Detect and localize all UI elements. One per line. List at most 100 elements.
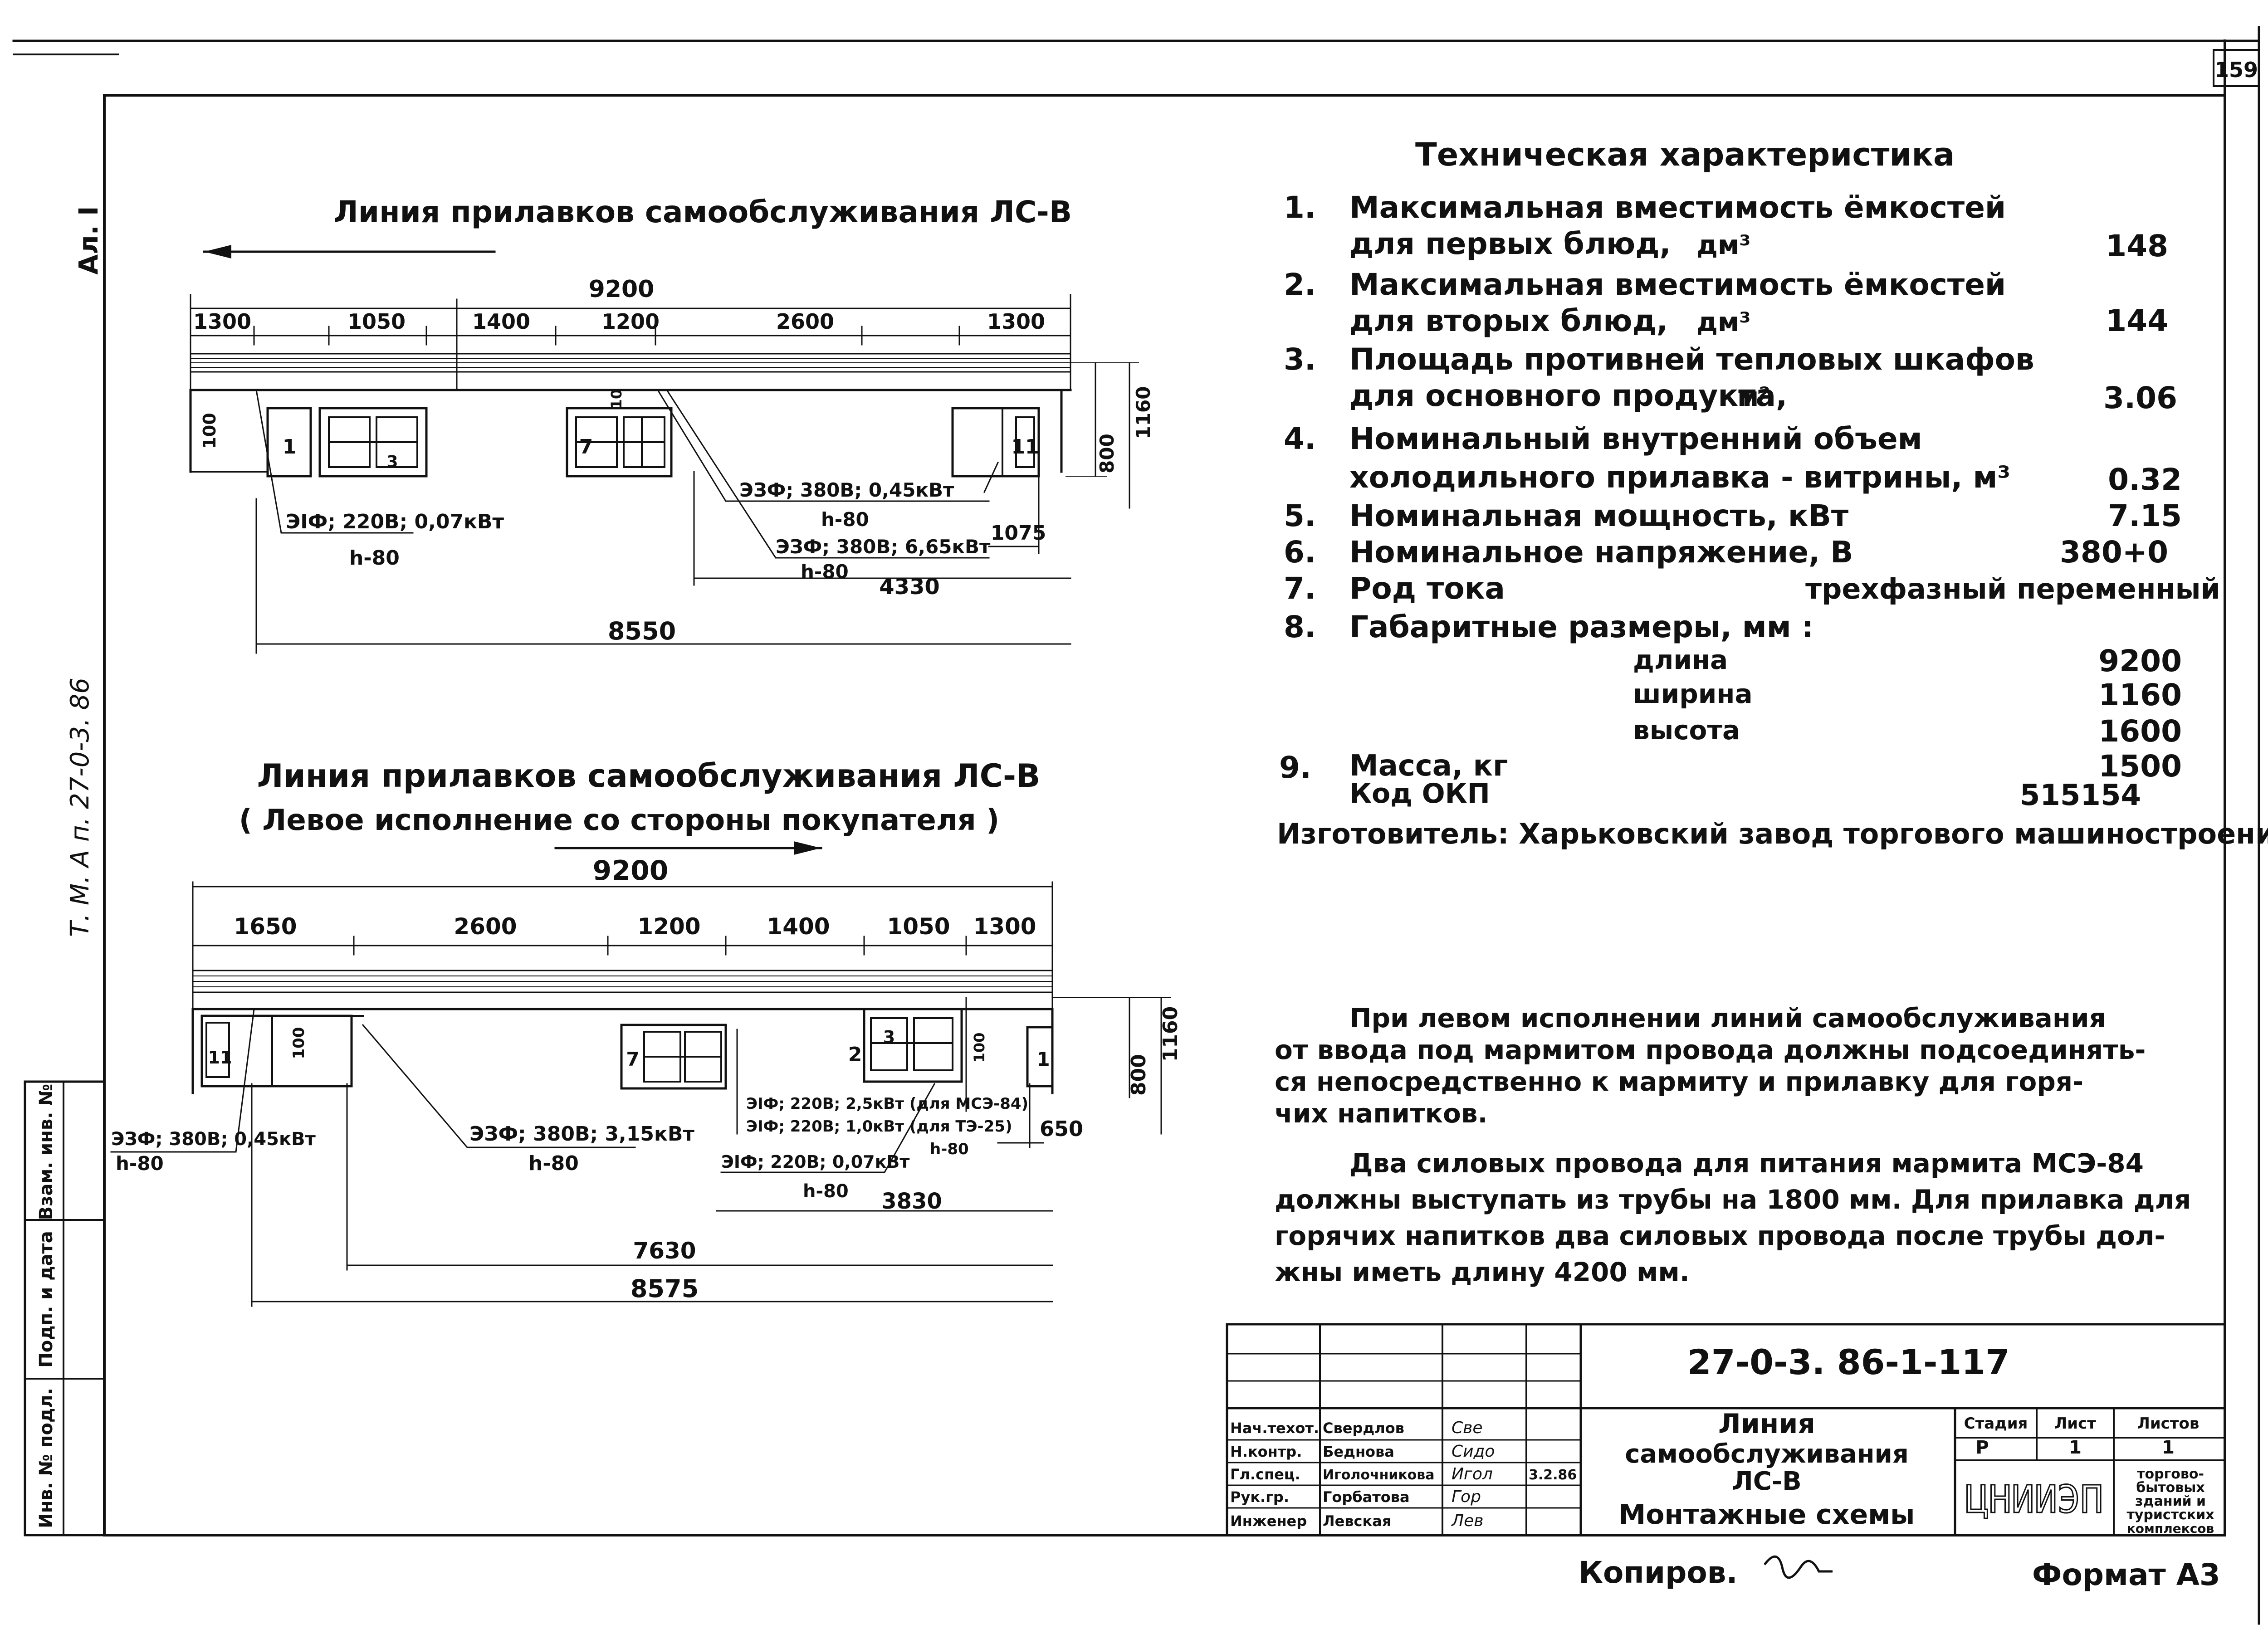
note-p1-line1: При левом исполнении линий самообслужива… [1349, 1003, 2106, 1034]
spec-7-num: 7. [1284, 571, 1316, 606]
spec-5-value: 7.15 [2108, 498, 2182, 533]
plan-top-note-380b: ЭЗФ; 380В; 6,65кВт [776, 536, 991, 558]
note-p1-line2: от ввода под мармитом провода должны под… [1275, 1034, 2146, 1065]
org-logo: ЦНИИЭП [1965, 1477, 2103, 1522]
plan-top-dim-8550: 8550 [608, 617, 676, 645]
module-11: 11 [1011, 435, 1039, 458]
side-tag: Ал. I [73, 206, 104, 274]
plan-bottom-seg-3: 1200 [637, 913, 700, 940]
org-text-4: туристских [2126, 1507, 2214, 1523]
spec-dim-2-label: ширина [1633, 678, 1753, 709]
spec-6-l1: Номинальное напряжение, В [1349, 535, 1853, 570]
spec-title: Техническая характеристика [1415, 136, 1955, 173]
plan-bottom-depth-a: 100 [290, 1027, 308, 1059]
plan-top-drawing [189, 245, 1139, 654]
module-3: 3 [386, 453, 398, 471]
spec-5-num: 5. [1284, 498, 1316, 533]
spec-1-l2: для первых блюд, [1349, 226, 1671, 261]
spec-dim-2-value: 1160 [2098, 678, 2182, 712]
tb-sign-5: Лев [1451, 1512, 1483, 1530]
spec-3-unit: м² [1737, 381, 1770, 412]
tb-role-5: Инженер [1230, 1512, 1307, 1530]
side-stamp: Т. М. А п. 27-0-3. 86 [65, 678, 95, 937]
plan-bottom-title-1: Линия прилавков самообслуживания ЛС-В [257, 757, 1041, 795]
plan-top-dim-4330: 4330 [879, 574, 940, 600]
plan-bottom-note-mid-h: h-80 [528, 1152, 579, 1175]
module-b-1: 1 [1036, 1048, 1050, 1070]
tb-stage-label: Стадия [1964, 1415, 2028, 1433]
module-1: 1 [283, 435, 297, 458]
plan-bottom-dim-7630: 7630 [633, 1238, 696, 1264]
spec-5-l1: Номинальная мощность, кВт [1349, 498, 1848, 533]
tb-name-4: Горбатова [1323, 1488, 1410, 1506]
plan-bottom-note-r1: ЭIФ; 220В; 2,5кВт (для МСЭ-84) [746, 1095, 1028, 1113]
spec-3-value: 3.06 [2103, 380, 2177, 415]
plan-top-note-220: ЭIФ; 220В; 0,07кВт [286, 510, 504, 533]
plan-top-seg-3: 1400 [472, 309, 530, 334]
plan-top-dim-1075: 1075 [991, 522, 1046, 545]
tb-role-2: Н.контр. [1230, 1443, 1302, 1460]
doc-title-2: самообслуживания [1625, 1439, 1909, 1469]
plan-bottom-dim-3830: 3830 [881, 1189, 942, 1214]
spec-2-l1: Максимальная вместимость ёмкостей [1349, 267, 2006, 302]
spec-dim-1-label: длина [1633, 644, 1728, 675]
plan-bottom-note-r3-h: h-80 [803, 1181, 849, 1202]
tb-sheets-label: Листов [2137, 1415, 2200, 1433]
plan-bottom-title-2: ( Левое исполнение со стороны покупателя… [239, 804, 1000, 837]
plan-bottom-height-1160: 1160 [1159, 1006, 1182, 1062]
module-7: 7 [579, 435, 593, 458]
spec-dim-3-value: 1600 [2098, 714, 2182, 749]
org-text-3: зданий и [2135, 1493, 2206, 1509]
spec-4-num: 4. [1284, 421, 1316, 456]
module-b-11: 11 [208, 1048, 232, 1068]
spec-6-value: 380+0 [2060, 535, 2168, 570]
side-box-label-3: Взам. инв. № [36, 1084, 57, 1220]
plan-top-seg-2: 1050 [347, 309, 406, 334]
plan-top-seg-5: 2600 [776, 309, 834, 334]
tb-sign-3: Игол [1452, 1465, 1493, 1483]
spec-1-num: 1. [1284, 190, 1316, 225]
spec-4-value: 0.32 [2108, 462, 2182, 497]
plan-top-depth: 100 [200, 413, 220, 449]
note-p2-line2: должны выступать из трубы на 1800 мм. Дл… [1275, 1184, 2191, 1215]
tb-date: 3.2.86 [1529, 1467, 1577, 1483]
note-p2-line4: жны иметь длину 4200 мм. [1275, 1257, 1690, 1288]
tb-sheet-label: Лист [2054, 1415, 2096, 1433]
plan-top-note-380b-h: h-80 [801, 561, 849, 583]
plan-top-title: Линия прилавков самообслуживания ЛС-В [333, 195, 1072, 229]
tb-role-4: Рук.гр. [1230, 1488, 1289, 1506]
org-text-5: комплексов [2127, 1521, 2214, 1536]
spec-1-l1: Максимальная вместимость ёмкостей [1349, 190, 2006, 225]
spec-2-unit: дм³ [1696, 307, 1751, 337]
copier-signature [1764, 1555, 1833, 1579]
doc-title-3: ЛС-В [1732, 1467, 1802, 1496]
plan-bottom-seg-6: 1300 [973, 913, 1036, 940]
doc-title-4: Монтажные схемы [1619, 1499, 1915, 1531]
sheet-number: 159 [2214, 58, 2258, 82]
plan-bottom-drawing [110, 841, 1171, 1307]
plan-top-seg-1: 1300 [193, 309, 251, 334]
tb-sheets-value: 1 [2162, 1437, 2175, 1458]
plan-bottom-depth-b: 100 [971, 1033, 988, 1063]
plan-top-note-220-h: h-80 [349, 546, 400, 570]
plan-bottom-note-left-h: h-80 [116, 1152, 164, 1175]
spec-8-l1: Габаритные размеры, мм : [1349, 610, 1813, 644]
format-label: Формат А3 [2032, 1557, 2220, 1592]
org-text-2: бытовых [2136, 1480, 2205, 1496]
plan-bottom-total: 9200 [593, 855, 669, 887]
plan-top-note-380a-h: h-80 [821, 508, 869, 531]
spec-dim-3-label: высота [1633, 715, 1740, 746]
tb-name-5: Левская [1323, 1512, 1391, 1530]
tb-role-1: Нач.техот. [1230, 1419, 1319, 1437]
spec-1-value: 148 [2106, 229, 2168, 263]
doc-title-1: Линия [1718, 1408, 1815, 1440]
spec-mass-label: Масса, кг [1349, 749, 1508, 783]
tb-name-1: Свердлов [1323, 1419, 1404, 1437]
title-block-grid [1226, 1323, 2226, 1536]
module-b-3: 3 [883, 1027, 895, 1047]
note-p1-line3: ся непосредственно к мармиту и прилавку … [1275, 1066, 2083, 1097]
spec-7-value: трехфазный переменный [1805, 572, 2220, 605]
copied-label: Копиров. [1579, 1555, 1738, 1590]
spec-8-num: 8. [1284, 610, 1316, 644]
